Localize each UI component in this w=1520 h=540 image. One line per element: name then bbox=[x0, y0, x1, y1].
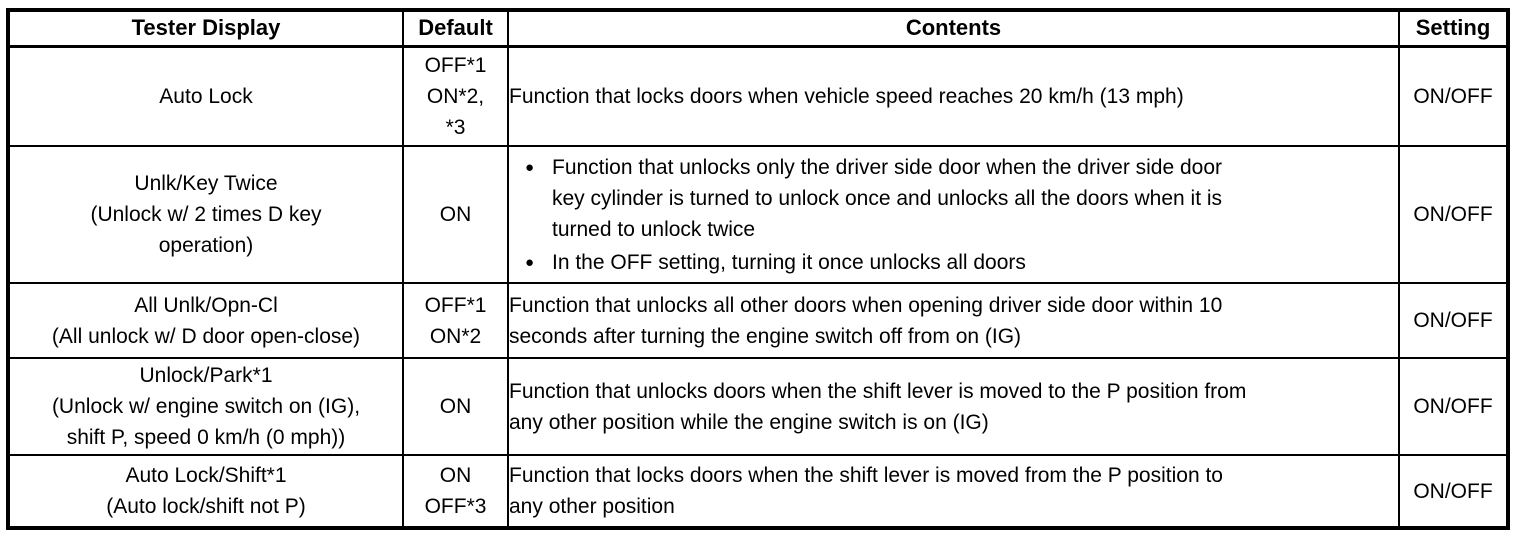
setting-value: ON/OFF bbox=[1398, 282, 1509, 359]
contents-text: Function that unlocks doors when the shi… bbox=[509, 379, 1247, 434]
contents-cell: Function that unlocks all other doors wh… bbox=[507, 282, 1400, 359]
contents-text: Function that locks doors when the shift… bbox=[509, 464, 1223, 518]
contents-cell: ● Function that unlocks only the driver … bbox=[507, 145, 1400, 284]
tester-display-note: (All unlock w/ D door open-close) bbox=[51, 324, 361, 348]
contents-text: Function that unlocks only the driver si… bbox=[552, 155, 1223, 241]
table-row: Auto Lock/Shift*1 (Auto lock/shift not P… bbox=[7, 454, 1509, 529]
door-lock-customization-table: Tester Display Default Contents Setting … bbox=[6, 8, 1510, 530]
table-row: Auto Lock OFF*1 ON*2, *3 Function that l… bbox=[7, 45, 1509, 147]
col-header-tester-display: Tester Display bbox=[7, 9, 404, 48]
default-value: ON OFF*3 bbox=[402, 454, 509, 529]
col-header-default: Default bbox=[402, 9, 509, 48]
tester-display-cell: Unlk/Key Twice (Unlock w/ 2 times D key … bbox=[7, 145, 404, 284]
header-row: Tester Display Default Contents Setting bbox=[7, 9, 1509, 48]
bullet-icon: ● bbox=[525, 158, 535, 176]
tester-display-cell: Auto Lock bbox=[7, 45, 404, 147]
contents-text: Function that unlocks all other doors wh… bbox=[509, 293, 1223, 348]
tester-display-name: All Unlk/Opn-Cl bbox=[134, 293, 278, 317]
setting-value: ON/OFF bbox=[1398, 145, 1509, 284]
tester-display-cell: All Unlk/Opn-Cl (All unlock w/ D door op… bbox=[7, 282, 404, 359]
tester-display-note: (Unlock w/ 2 times D key operation) bbox=[90, 203, 322, 257]
contents-cell: Function that unlocks doors when the shi… bbox=[507, 357, 1400, 456]
default-value: ON bbox=[402, 145, 509, 284]
contents-cell: Function that locks doors when vehicle s… bbox=[507, 45, 1400, 147]
contents-text: Function that locks doors when vehicle s… bbox=[509, 84, 1184, 108]
col-header-setting: Setting bbox=[1398, 9, 1509, 48]
tester-display-note: (Auto lock/shift not P) bbox=[106, 495, 306, 518]
col-header-contents: Contents bbox=[507, 9, 1400, 48]
tester-display-name: Unlk/Key Twice bbox=[134, 172, 278, 195]
tester-display-name: Auto Lock/Shift*1 bbox=[125, 464, 287, 487]
table-row: Unlock/Park*1 (Unlock w/ engine switch o… bbox=[7, 357, 1509, 456]
bullet-icon: ● bbox=[525, 253, 535, 271]
tester-display-cell: Unlock/Park*1 (Unlock w/ engine switch o… bbox=[7, 357, 404, 456]
contents-text: In the OFF setting, turning it once unlo… bbox=[552, 250, 1026, 274]
default-value: OFF*1 ON*2 bbox=[402, 282, 509, 359]
table-row: Unlk/Key Twice (Unlock w/ 2 times D key … bbox=[7, 145, 1509, 284]
table-row: All Unlk/Opn-Cl (All unlock w/ D door op… bbox=[7, 282, 1509, 359]
tester-display-cell: Auto Lock/Shift*1 (Auto lock/shift not P… bbox=[7, 454, 404, 529]
default-value: OFF*1 ON*2, *3 bbox=[402, 45, 509, 147]
setting-value: ON/OFF bbox=[1398, 357, 1509, 456]
default-value: ON bbox=[402, 357, 509, 456]
tester-display-name: Unlock/Park*1 bbox=[139, 364, 273, 387]
contents-cell: Function that locks doors when the shift… bbox=[507, 454, 1400, 529]
setting-value: ON/OFF bbox=[1398, 45, 1509, 147]
tester-display-note: (Unlock w/ engine switch on (IG), shift … bbox=[51, 395, 361, 449]
setting-value: ON/OFF bbox=[1398, 454, 1509, 529]
tester-display-name: Auto Lock bbox=[159, 84, 253, 108]
contents-bullet-item: ● In the OFF setting, turning it once un… bbox=[510, 247, 1397, 278]
contents-bullet-item: ● Function that unlocks only the driver … bbox=[510, 152, 1397, 245]
